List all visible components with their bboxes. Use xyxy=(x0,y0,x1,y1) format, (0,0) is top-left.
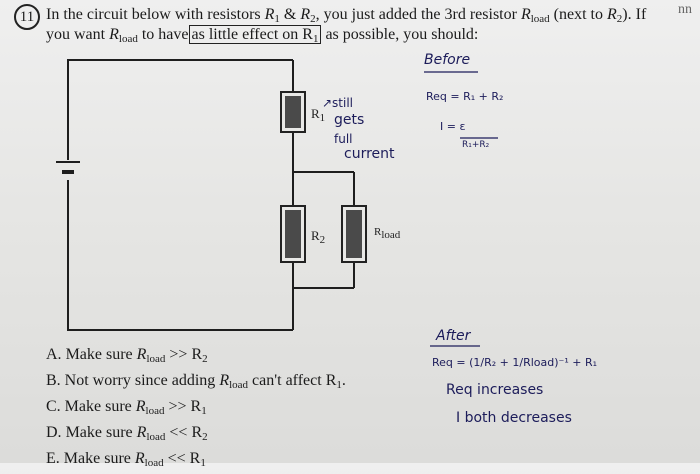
r2-label: R2 xyxy=(311,228,326,246)
note-current: current xyxy=(344,146,395,162)
note-before: Before xyxy=(424,52,471,68)
choice-c[interactable]: C. Make sure Rload >> R1 xyxy=(46,398,207,417)
note-req-after: Req = (1/R₂ + 1/Rload)⁻¹ + R₁ xyxy=(432,356,597,369)
question-number: 11 xyxy=(14,4,40,30)
choice-a[interactable]: A. Make sure Rload >> R2 xyxy=(46,346,208,365)
resistor-r1-fill xyxy=(285,96,301,128)
handwritten-box-emphasis: as little effect on R1 xyxy=(188,25,322,45)
choice-e[interactable]: E. Make sure Rload << R1 xyxy=(46,450,206,469)
note-full: full xyxy=(334,132,353,146)
r1-label: R1 xyxy=(311,106,326,124)
note-i-decreases: I both decreases xyxy=(456,410,572,426)
circuit-diagram xyxy=(56,59,498,347)
note-req-before: Req = R₁ + R₂ xyxy=(426,90,504,103)
resistor-rload-fill xyxy=(346,210,362,258)
choice-d[interactable]: D. Make sure Rload << R2 xyxy=(46,424,208,443)
note-req-increases: Req increases xyxy=(446,382,544,398)
bottom-left-wire xyxy=(67,180,293,331)
resistor-r2-fill xyxy=(285,210,301,258)
note-after: After xyxy=(436,328,471,344)
rload-label: Rload xyxy=(374,226,401,241)
note-current-den: R₁+R₂ xyxy=(462,140,490,150)
choice-b[interactable]: B. Not worry since adding Rload can't af… xyxy=(46,372,346,391)
top-left-wire xyxy=(67,59,293,160)
note-gets: gets xyxy=(334,112,365,128)
note-current-eq: I = ε xyxy=(440,120,466,133)
note-still: ↗still xyxy=(322,96,354,110)
answer-choices: A. Make sure Rload >> R2 B. Not worry si… xyxy=(46,344,346,474)
page-edge-text: nn xyxy=(678,2,692,17)
question-line-1: In the circuit below with resistors R1 &… xyxy=(46,6,647,25)
